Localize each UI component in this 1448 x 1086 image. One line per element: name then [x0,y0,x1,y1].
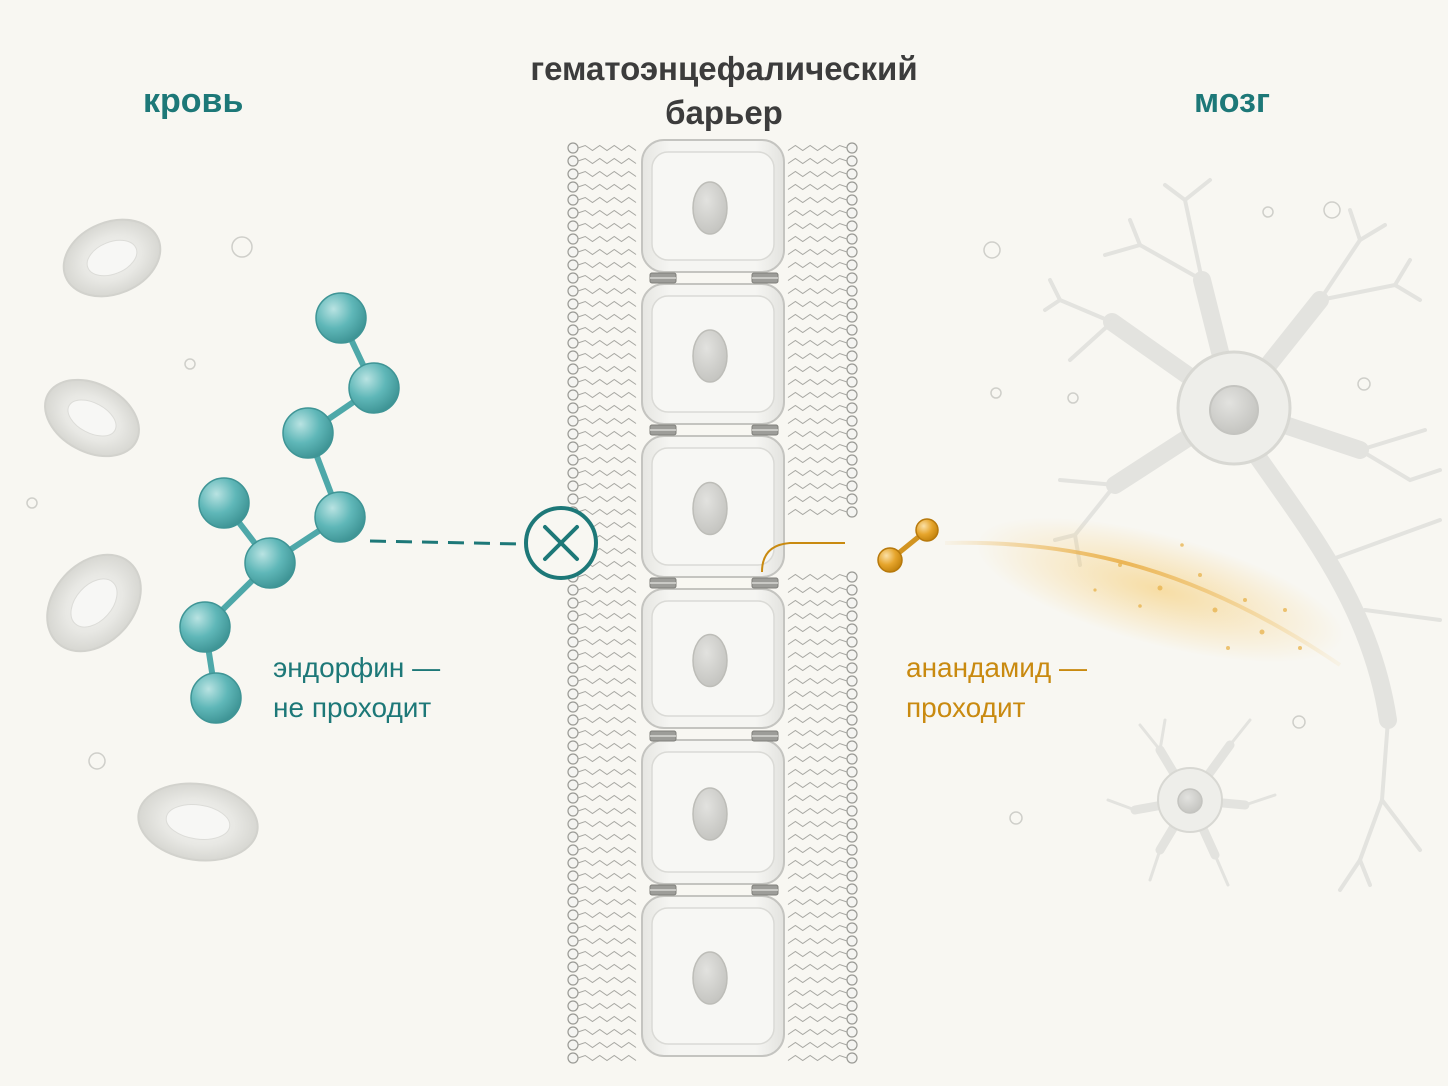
red-blood-cell [44,378,140,458]
endorphin-atom [348,362,400,414]
endorphin-atom [244,537,296,589]
tight-junction [751,272,779,284]
endorphin-atom [315,292,367,344]
endorphin-atom [282,407,334,459]
tight-junction [649,272,677,284]
endothelial-cell [641,588,785,729]
endothelial-cell [641,895,785,1057]
particles [26,201,1371,825]
endothelial-cells [641,139,785,1057]
circle-x-icon [524,506,598,580]
cell-nucleus [692,329,728,383]
caption-endorphin-line-1: эндорфин — [273,652,441,683]
endothelial-cell [641,739,785,885]
membrane-right [787,142,858,1064]
lipid-membranes [567,142,858,1064]
blocked-path [369,539,523,546]
tight-junction [751,884,779,896]
caption-anandamide: анандамид — проходит [906,648,1087,728]
cell-nucleus [692,633,728,688]
label-barrier-line-1: гематоэнцефалический [530,50,918,87]
red-blood-cell [46,553,142,653]
cell-nucleus [692,181,728,235]
label-brain: мозг [1194,82,1271,120]
neuron-large [1043,178,1442,892]
endorphin-atom [314,491,366,543]
label-barrier: гематоэнцефалический барьер [444,47,1004,135]
endorphin-atom [198,477,250,529]
cell-nucleus [692,787,728,841]
membrane-left [567,142,637,1064]
tight-junction [751,577,779,589]
label-barrier-line-2: барьер [665,94,783,131]
endothelial-cell [641,283,785,425]
anandamide-path [761,542,845,573]
cell-nucleus [692,951,728,1005]
caption-endorphin: эндорфин — не проходит [273,648,440,728]
anandamide-molecule [877,518,939,573]
tight-junction [751,730,779,742]
tight-junction [751,424,779,436]
endothelial-cell [641,435,785,578]
red-blood-cell [137,782,259,862]
anandamide-trail [944,517,1345,667]
caption-anandamide-line-1: анандамид — [906,652,1087,683]
tight-junction [649,730,677,742]
tight-junction [649,884,677,896]
caption-endorphin-line-2: не проходит [273,692,432,723]
red-blood-cells [44,218,259,862]
tight-junction [649,424,677,436]
endorphin-atom [179,601,231,653]
endorphin-atom [190,672,242,724]
caption-anandamide-line-2: проходит [906,692,1026,723]
endorphin-molecule [179,292,400,724]
cell-nucleus [692,481,728,536]
red-blood-cell [62,218,162,298]
tight-junction [649,577,677,589]
label-blood: кровь [143,82,244,120]
neuron-small [1106,718,1277,887]
endothelial-cell [641,139,785,273]
